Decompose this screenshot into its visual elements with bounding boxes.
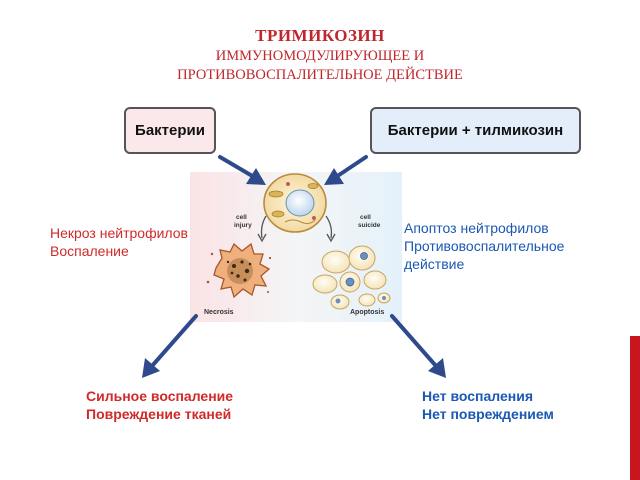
inflammation-text-line: Воспаление <box>50 243 129 259</box>
arrowhead-bottom-right <box>428 358 446 378</box>
page-title: ТРИМИКОЗИН <box>255 26 385 45</box>
subtitle-line-1: ИММУНОМОДУЛИРУЮЩЕЕ И <box>215 48 425 64</box>
no-damage-line: Нет повреждением <box>422 406 554 422</box>
apoptotic-bodies <box>312 245 391 310</box>
necrosis-text-line: Некроз нейтрофилов <box>50 225 188 241</box>
bacteria-box-label: Бактерии <box>135 122 205 139</box>
apoptosis-label: Apoptosis <box>350 309 384 316</box>
healthy-cell <box>263 173 327 233</box>
action-text-line: действие <box>404 256 465 272</box>
no-inflammation-line: Нет воспаления <box>422 388 534 404</box>
apoptosis-text: Апоптоз нейтрофилов Противовоспалительно… <box>404 219 564 273</box>
anti-inflammatory-text-line: Противовоспалительное <box>404 238 565 254</box>
no-inflammation-text: Нет воспаления Нет повреждением <box>422 387 554 423</box>
bacteria-tilmicosin-box-label: Бактерии + тилмикозин <box>387 122 564 139</box>
arrowhead-bottom-left <box>142 358 160 378</box>
cell-death-diagram: cell injury cell suicide Necrosis Apopt <box>190 172 402 322</box>
suicide-arrow <box>325 215 333 239</box>
bacteria-tilmicosin-box: Бактерии + тилмикозин <box>370 107 581 154</box>
cell-suicide-label-2: suicide <box>358 222 381 229</box>
strong-inflammation-text: Сильное воспаление Повреждение тканей <box>86 387 233 423</box>
cell-injury-label-1: cell <box>236 214 247 221</box>
cell-suicide-label-1: cell <box>360 214 371 221</box>
bacteria-box: Бактерии <box>124 107 216 154</box>
necrosis-text: Некроз нейтрофилов Воспаление <box>50 224 188 260</box>
tissue-damage-line: Повреждение тканей <box>86 406 232 422</box>
necrotic-cell <box>206 242 272 299</box>
accent-bar <box>630 336 640 480</box>
arrow-to-no-inflammation <box>390 314 438 368</box>
strong-inflammation-line: Сильное воспаление <box>86 388 234 404</box>
cell-injury-label-2: injury <box>234 222 252 229</box>
arrow-to-strong-inflammation <box>150 314 198 368</box>
necrosis-label: Necrosis <box>204 309 234 316</box>
injury-arrow <box>260 215 267 239</box>
subtitle-line-2: ПРОТИВОВОСПАЛИТЕЛЬНОЕ ДЕЙСТВИЕ <box>177 67 463 83</box>
apoptosis-text-line: Апоптоз нейтрофилов <box>404 220 549 236</box>
